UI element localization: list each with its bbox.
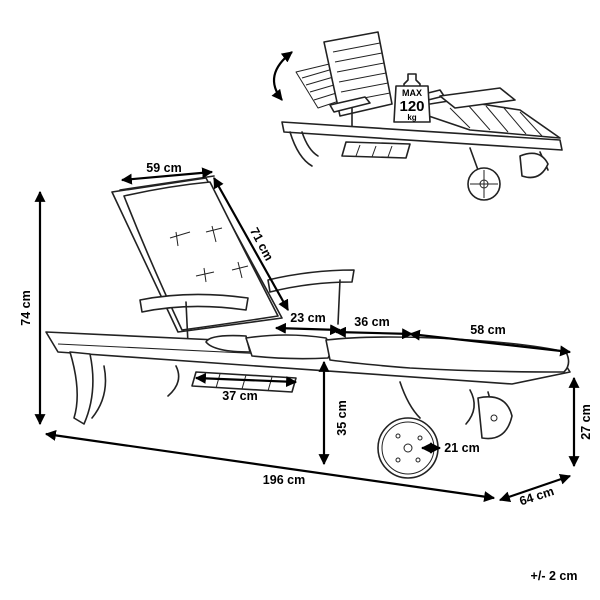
rotate-arrow-icon: [271, 51, 293, 101]
label-table-width: 37 cm: [222, 389, 257, 403]
label-seat-section: 36 cm: [354, 315, 389, 329]
label-leg-section: 58 cm: [470, 323, 505, 337]
label-armrest-gap: 23 cm: [290, 311, 325, 325]
badge-line2: 120: [399, 98, 424, 115]
wheel-rear: [477, 396, 513, 440]
max-load-badge: MAX 120 kg: [393, 85, 431, 123]
label-length: 196 cm: [263, 473, 305, 487]
label-height: 74 cm: [19, 290, 33, 325]
inset-illustration: MAX 120 kg: [271, 31, 563, 201]
tolerance-note: +/- 2 cm: [531, 569, 578, 583]
label-rear-height: 27 cm: [579, 404, 593, 439]
lounger-illustration: [45, 175, 571, 479]
dimension-lines: [34, 167, 580, 503]
badge-line1: MAX: [402, 88, 422, 98]
dimension-labels: 59 cm 71 cm 74 cm 23 cm 36 cm 58 cm 37 c…: [19, 161, 593, 583]
label-seat-height: 35 cm: [335, 400, 349, 435]
badge-line3: kg: [407, 113, 416, 122]
label-back-width: 59 cm: [146, 161, 181, 175]
label-wheel-diameter: 21 cm: [444, 441, 479, 455]
